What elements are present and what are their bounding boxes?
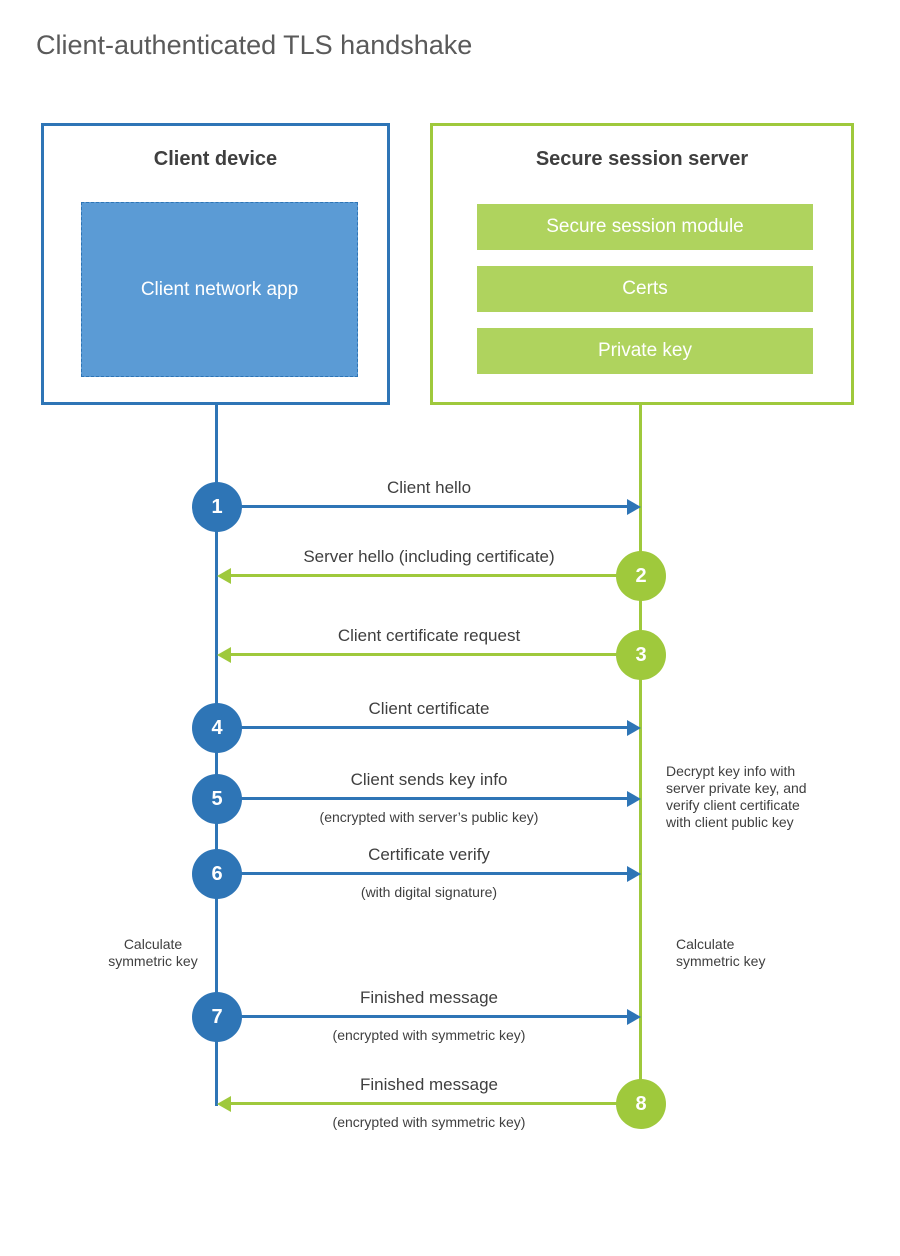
step-5-arrow-line [217, 797, 627, 800]
step-7-sublabel: (encrypted with symmetric key) [332, 1027, 526, 1043]
step-3-number-badge: 3 [616, 630, 666, 680]
step-2-number-badge: 2 [616, 551, 666, 601]
step-5-sublabel: (encrypted with server’s public key) [319, 809, 539, 825]
step-2-arrow-line [231, 574, 641, 577]
step-7-arrow-line [217, 1015, 627, 1018]
server-box-title: Secure session server [535, 148, 749, 170]
step-1-arrowhead [627, 499, 641, 515]
step-6-sublabel: (with digital signature) [360, 884, 498, 900]
step-3-arrow-line [231, 653, 641, 656]
server-lifeline [639, 405, 642, 1106]
server-decrypt-note: Decrypt key info with server private key… [666, 763, 807, 830]
step-2-arrowhead [217, 568, 231, 584]
server-bar-certs: Certs [477, 266, 813, 312]
diagram-title: Client-authenticated TLS handshake [36, 30, 473, 60]
step-3-arrowhead [217, 647, 231, 663]
step-4-number-badge: 4 [192, 703, 242, 753]
step-6-number-badge: 6 [192, 849, 242, 899]
step-1-number-badge: 1 [192, 482, 242, 532]
step-5-label: Client sends key info [350, 770, 508, 789]
step-2-label: Server hello (including certificate) [303, 547, 555, 566]
step-4-label: Client certificate [368, 699, 490, 718]
server-box: Secure session server Secure session mod… [430, 123, 854, 405]
client-box: Client device Client network app [41, 123, 390, 405]
client-lifeline [215, 405, 218, 1106]
step-8-sublabel: (encrypted with symmetric key) [332, 1114, 526, 1130]
step-7-arrowhead [627, 1009, 641, 1025]
step-6-arrowhead [627, 866, 641, 882]
client-app-label: Client network app [140, 278, 299, 300]
step-7-number-badge: 7 [192, 992, 242, 1042]
step-1-arrow-line [217, 505, 627, 508]
step-6-label: Certificate verify [368, 845, 490, 864]
step-7-label: Finished message [360, 988, 498, 1007]
server-bar-private-key: Private key [477, 328, 813, 374]
step-4-arrowhead [627, 720, 641, 736]
step-5-arrowhead [627, 791, 641, 807]
step-5-number-badge: 5 [192, 774, 242, 824]
step-8-label: Finished message [360, 1075, 498, 1094]
server-calculate-note: Calculate symmetric key [676, 936, 766, 969]
step-8-arrowhead [217, 1096, 231, 1112]
step-4-arrow-line [217, 726, 627, 729]
step-8-arrow-line [231, 1102, 641, 1105]
client-app-box: Client network app [81, 202, 358, 377]
server-bar-session-module: Secure session module [477, 204, 813, 250]
step-8-number-badge: 8 [616, 1079, 666, 1129]
client-box-title: Client device [153, 148, 278, 170]
client-calculate-note: Calculate symmetric key [108, 936, 198, 969]
step-1-label: Client hello [386, 478, 472, 497]
step-6-arrow-line [217, 872, 627, 875]
step-3-label: Client certificate request [337, 626, 521, 645]
